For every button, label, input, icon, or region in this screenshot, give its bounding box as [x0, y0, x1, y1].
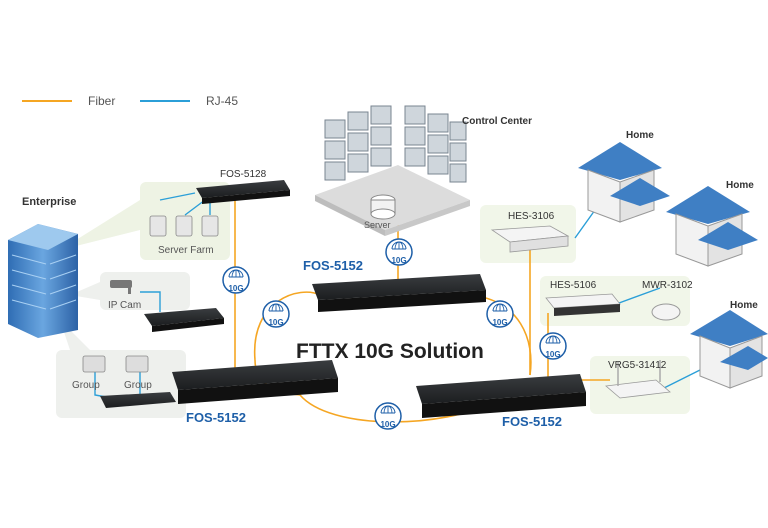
group-1-label: Group: [72, 380, 100, 391]
badge-ring-right: 10G: [486, 300, 514, 328]
ipcam-switch: [144, 308, 224, 332]
svg-text:10G: 10G: [380, 420, 395, 429]
hes-3106-device: [490, 225, 570, 253]
home-2-label: Home: [726, 180, 754, 191]
server-label: Server: [364, 220, 391, 230]
home-2-icon: [666, 186, 758, 267]
ip-cam-icon: [110, 280, 132, 294]
mwr-3102-label: MWR-3102: [642, 280, 693, 291]
group-2-label: Group: [124, 380, 152, 391]
vrg5-31412-device: [605, 360, 671, 399]
fos-5152-right-label: FOS-5152: [502, 414, 562, 429]
svg-text:10G: 10G: [545, 350, 560, 359]
fos-5128-switch: [196, 180, 290, 204]
badge-ring-left: 10G: [262, 300, 290, 328]
badge-fos5128: 10G: [222, 266, 250, 294]
legend: Fiber RJ-45: [22, 94, 238, 108]
diagram-title: FTTX 10G Solution: [296, 340, 484, 363]
enterprise-building: [8, 224, 78, 338]
enterprise-label: Enterprise: [22, 196, 76, 208]
server-farm-icons: [149, 215, 219, 237]
mwr-3102-device: [651, 303, 681, 321]
fos-5152-right-switch: [416, 374, 586, 418]
group-switch: [100, 392, 176, 408]
hes-5106-device: [545, 293, 621, 316]
vrg5-31412-label: VRG5-31412: [608, 360, 667, 371]
server-farm-callout: [60, 200, 140, 250]
rj45-links: [94, 192, 701, 399]
legend-rj45-label: RJ-45: [206, 94, 238, 108]
home-1-icon: [578, 142, 670, 223]
svg-text:10G: 10G: [228, 284, 243, 293]
control-center-label: Control Center: [462, 116, 532, 127]
home-1-label: Home: [626, 130, 654, 141]
fos-5152-top-label: FOS-5152: [303, 258, 363, 273]
rj45-ipcam: [140, 291, 161, 312]
fos-5128-label: FOS-5128: [220, 169, 267, 180]
svg-text:10G: 10G: [391, 256, 406, 265]
fos-5152-left-switch: [172, 360, 338, 404]
hes-3106-label: HES-3106: [508, 211, 555, 222]
fos-5152-top-switch: [312, 274, 486, 312]
home-3-icon: [690, 310, 768, 389]
server-farm-label: Server Farm: [158, 245, 214, 256]
badge-ring-bottom: 10G: [374, 402, 402, 430]
link-badges: 10G 10G 10G 10G 10G 10G: [222, 238, 567, 430]
svg-text:10G: 10G: [492, 318, 507, 327]
hes-5106-label: HES-5106: [550, 280, 597, 291]
legend-fiber-label: Fiber: [88, 94, 115, 108]
svg-text:10G: 10G: [268, 318, 283, 327]
home-3-label: Home: [730, 300, 758, 311]
ip-cam-label: IP Cam: [108, 300, 141, 311]
badge-hes: 10G: [539, 332, 567, 360]
fos-5152-left-label: FOS-5152: [186, 410, 246, 425]
control-center: [315, 105, 470, 236]
badge-control-center: 10G: [385, 238, 413, 266]
group-pc-icons: [82, 355, 149, 373]
